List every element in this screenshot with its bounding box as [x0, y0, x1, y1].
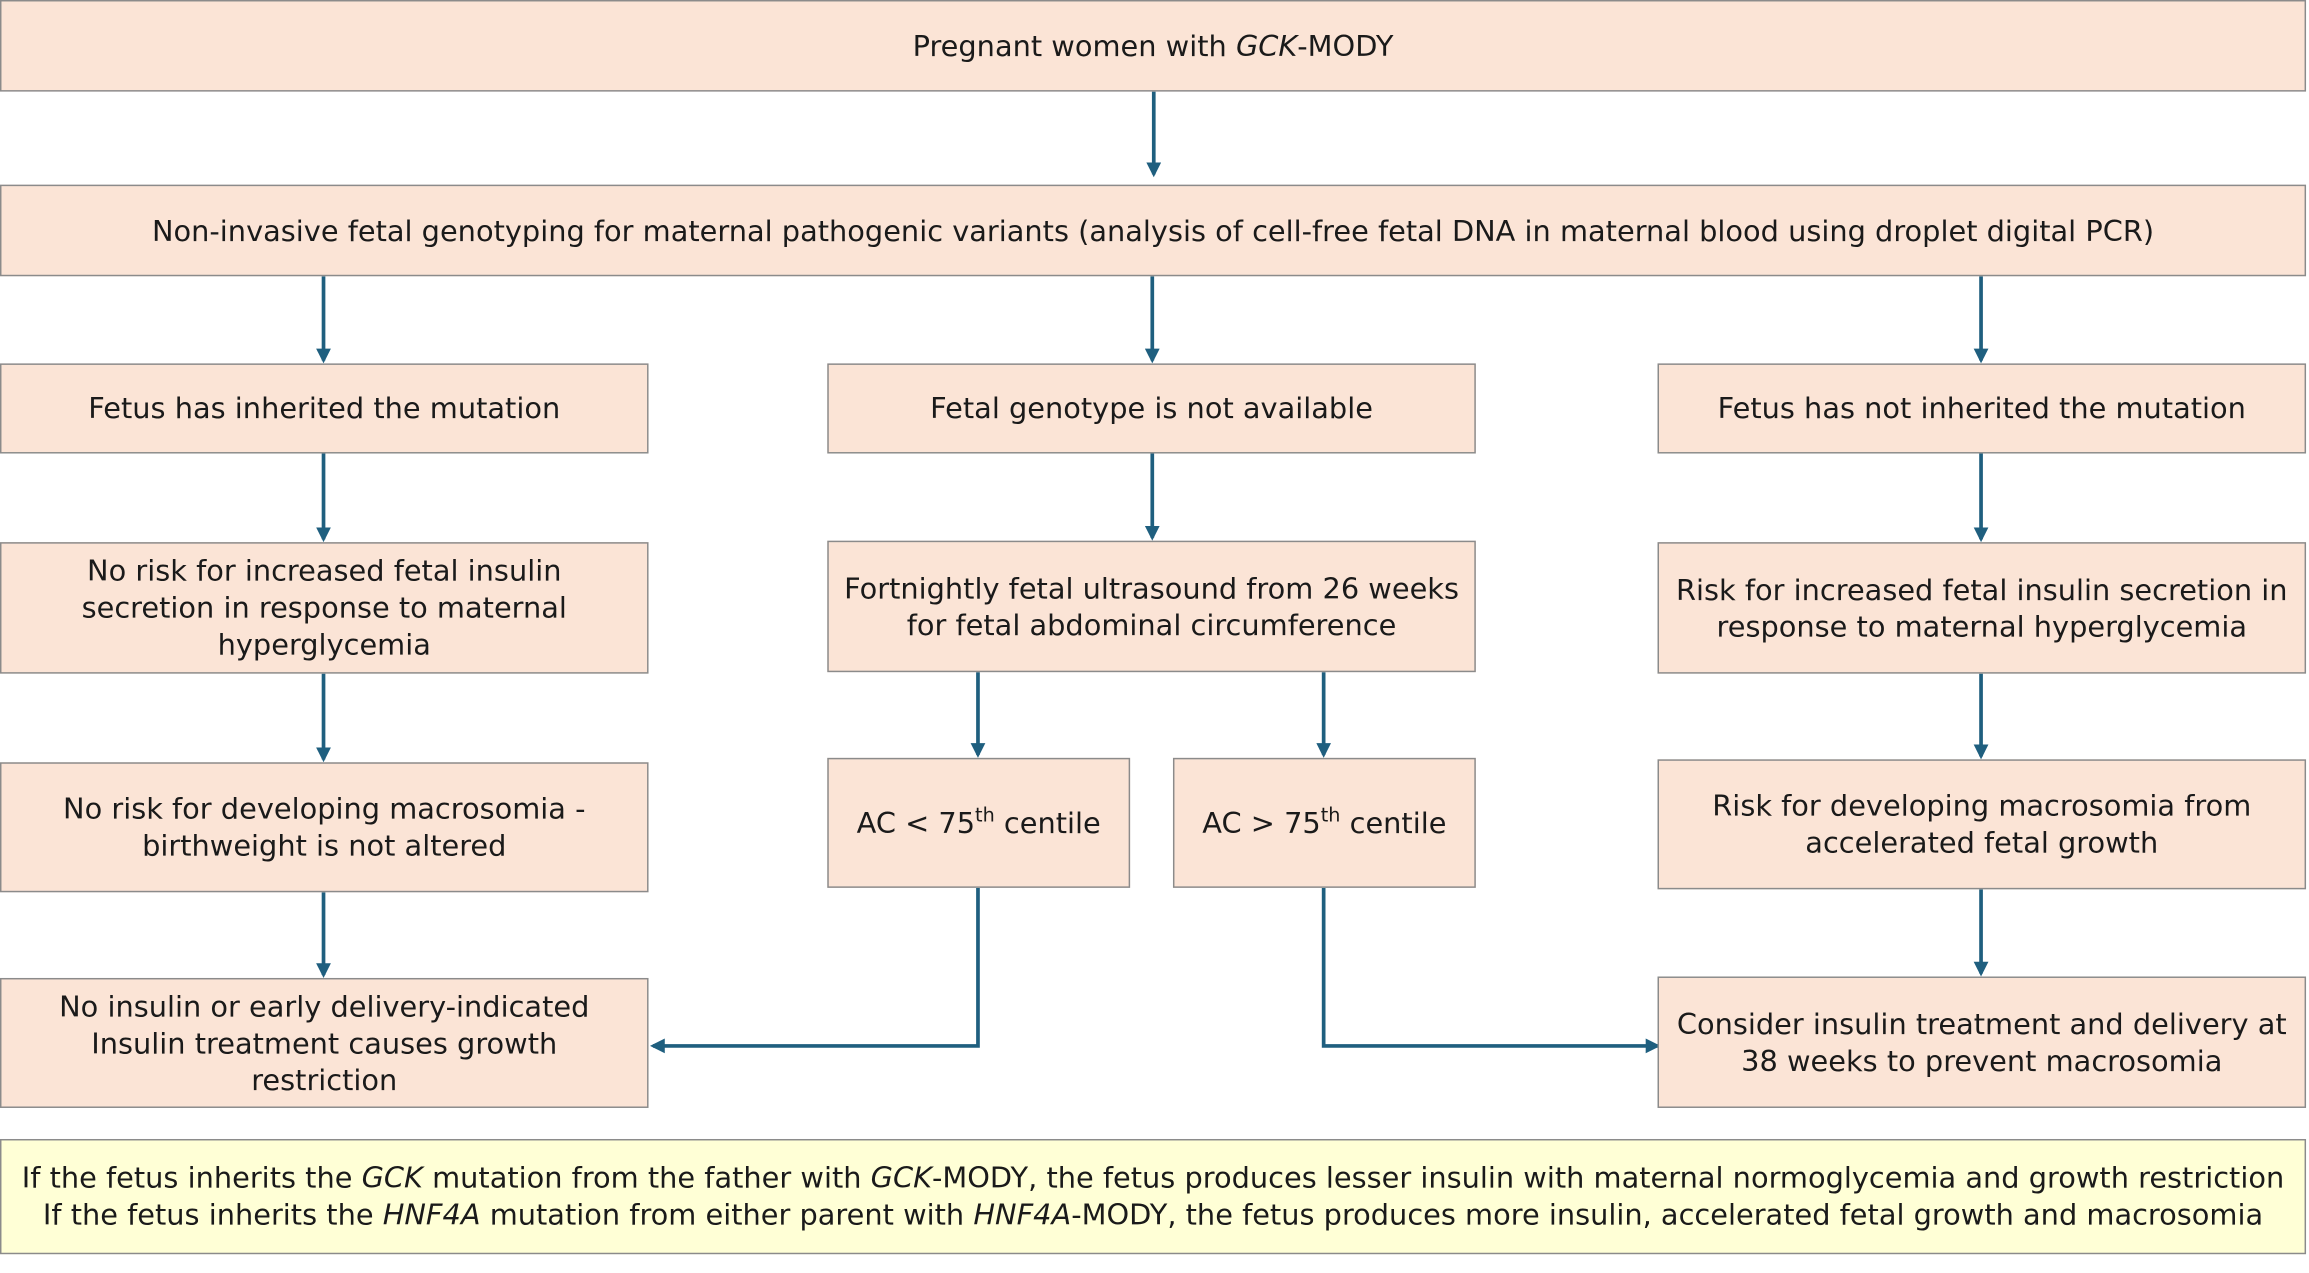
not-inherited-macrosomia-box: Risk for developing macrosomia from acce… — [1657, 759, 2307, 890]
note-line-1-gene: GCK — [361, 1161, 423, 1196]
note-line-2-c: mutation from either parent with — [480, 1198, 974, 1233]
not-inherited-outcome-box: Consider insulin treatment and delivery … — [1657, 976, 2307, 1108]
arrow-ac-low-to-left-outcome — [650, 887, 980, 1054]
inherited-header-text: Fetus has inherited the mutation — [88, 391, 561, 426]
note-line-1-gene-2: GCK — [870, 1161, 933, 1196]
inherited-macrosomia-text: No risk for developing macrosomia - birt… — [63, 791, 586, 863]
inherited-risk-box: No risk for increased fetal insulin secr… — [0, 542, 649, 674]
not-inherited-macrosomia-text: Risk for developing macrosomia from acce… — [1712, 788, 2252, 860]
genotype-unavailable-box: Fetal genotype is not available — [827, 363, 1476, 454]
pregnant-women-box: Pregnant women with GCK-MODY — [0, 0, 2307, 92]
note-line-2: If the fetus inherits the HNF4A mutation… — [43, 1197, 2263, 1234]
note-line-1-e: -MODY, the fetus produces lesser insulin… — [932, 1161, 2285, 1196]
genotyping-box: Non-invasive fetal genotyping for matern… — [0, 184, 2307, 277]
inheritance-note-box: If the fetus inherits the GCK mutation f… — [0, 1138, 2307, 1255]
ac-high-post: centile — [1340, 805, 1447, 840]
ultrasound-text: Fortnightly fetal ultrasound from 26 wee… — [844, 570, 1460, 642]
not-inherited-header-box: Fetus has not inherited the mutation — [1657, 363, 2307, 454]
not-inherited-risk-text: Risk for increased fetal insulin secreti… — [1676, 572, 2288, 644]
inherited-outcome-line2: Insulin treatment causes growth restrict… — [91, 1025, 558, 1097]
ac-low-post: centile — [994, 805, 1101, 840]
top-gene: GCK — [1235, 28, 1298, 63]
inherited-risk-text: No risk for increased fetal insulin secr… — [81, 553, 567, 662]
ultrasound-box: Fortnightly fetal ultrasound from 26 wee… — [827, 540, 1476, 673]
ac-high-pre: AC > 75 — [1202, 805, 1321, 840]
top-text-pre: Pregnant women with — [912, 28, 1236, 63]
note-line-1-c: mutation from the father with — [422, 1161, 871, 1196]
arrow-ac-high-to-right-outcome — [1321, 887, 1661, 1054]
genotyping-text: Non-invasive fetal genotyping for matern… — [151, 213, 2155, 248]
inherited-macrosomia-box: No risk for developing macrosomia - birt… — [0, 762, 649, 893]
inherited-outcome-box: No insulin or early delivery-indicated I… — [0, 977, 649, 1108]
ac-low-box: AC < 75th centile — [827, 757, 1131, 888]
not-inherited-outcome-text: Consider insulin treatment and delivery … — [1676, 1006, 2287, 1078]
ac-low-pre: AC < 75 — [856, 805, 976, 840]
genotype-unavailable-text: Fetal genotype is not available — [930, 391, 1373, 426]
note-line-2-gene: HNF4A — [382, 1198, 481, 1233]
note-line-2-a: If the fetus inherits the — [42, 1198, 383, 1233]
not-inherited-risk-box: Risk for increased fetal insulin secreti… — [1657, 542, 2307, 674]
top-text-post: -MODY — [1297, 28, 1394, 63]
ac-high-box: AC > 75th centile — [1172, 757, 1476, 888]
note-line-1-a: If the fetus inherits the — [21, 1161, 362, 1196]
inherited-outcome-line1: No insulin or early delivery-indicated — [59, 989, 590, 1024]
not-inherited-header-text: Fetus has not inherited the mutation — [1717, 391, 2246, 426]
note-line-1: If the fetus inherits the GCK mutation f… — [22, 1160, 2284, 1197]
note-line-2-gene-2: HNF4A — [973, 1198, 1072, 1233]
ac-low-sup: th — [975, 804, 995, 827]
note-line-2-e: -MODY, the fetus produces more insulin, … — [1071, 1198, 2264, 1233]
inherited-header-box: Fetus has inherited the mutation — [0, 363, 649, 454]
ac-high-sup: th — [1320, 804, 1341, 827]
